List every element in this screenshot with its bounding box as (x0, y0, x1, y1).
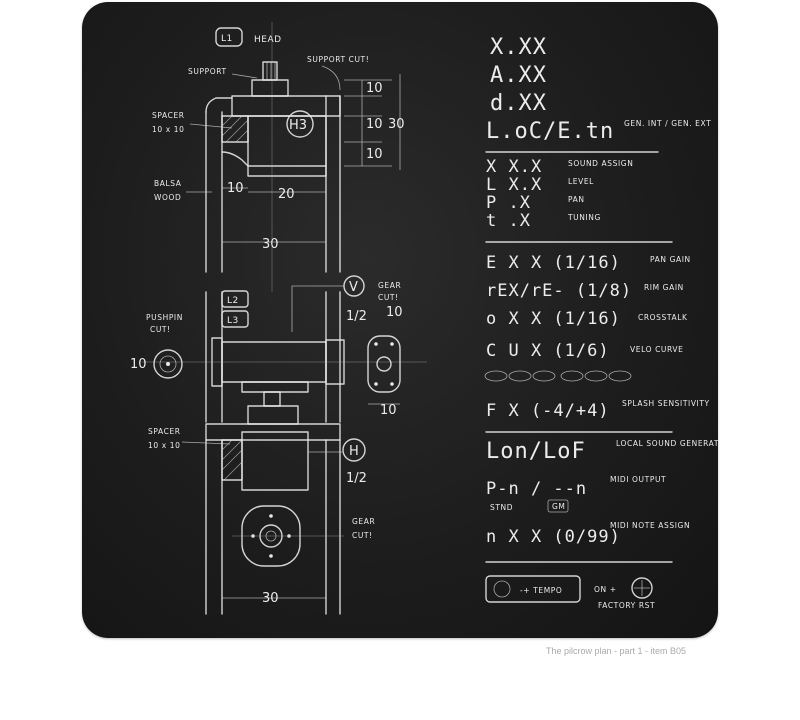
code-19-note: ON + (594, 585, 617, 594)
spacer-bottom-label: SPACER (148, 427, 181, 436)
dim-20: 20 (278, 187, 295, 202)
code-4-note: GEN. INT / GEN. EXT (624, 119, 711, 128)
dim-30-side: 30 (388, 117, 405, 132)
gear-bottom-label-2: CUT! (352, 531, 373, 540)
code-11: o X X (1/16) (486, 309, 621, 329)
gear-bottom-label: GEAR (352, 517, 375, 526)
dim-10b: 10 (366, 117, 383, 132)
top-section: L1 HEAD SUPPORT SUPPORT CUT! (152, 22, 405, 292)
code-19: -+ TEMPO (520, 586, 562, 595)
pushpin-label: PUSHPIN (146, 313, 183, 322)
code-4: L.oC/E.tn (486, 119, 614, 144)
code-13: F X (-4/+4) (486, 401, 610, 421)
h-circle (342, 438, 366, 462)
dim-10-gear: 10 (386, 305, 403, 320)
pushpin-circle (153, 349, 183, 379)
balsa-label: BALSA (154, 179, 182, 188)
code-7-note: PAN (568, 195, 585, 204)
head-label: HEAD (254, 35, 282, 45)
code-6: L X.X (486, 175, 542, 195)
dim-30-top: 30 (262, 237, 279, 252)
code-2: A.XX (490, 63, 547, 88)
spacer-bottom-size: 10 x 10 (148, 441, 181, 450)
code-20: FACTORY RST (598, 601, 655, 610)
v-label: V (349, 280, 358, 295)
half-h: 1/2 (346, 471, 367, 486)
dim-10-pin: 10 (130, 357, 147, 372)
code-8: t .X (486, 211, 531, 231)
spacer-top-label: SPACER (152, 111, 185, 120)
tempo-box (485, 575, 581, 603)
wood-label: WOOD (154, 193, 181, 202)
support-label: SUPPORT (188, 67, 227, 76)
bottom-section: SPACER 10 x 10 H 1/2 GEAR CUT! 30 (148, 423, 375, 615)
dim-30-bottom: 30 (262, 591, 279, 606)
dim-10c: 10 (366, 147, 383, 162)
code-6-note: LEVEL (568, 177, 594, 186)
code-10-note: RIM GAIN (644, 283, 684, 292)
gear-front (241, 505, 301, 567)
scribble-marks (484, 370, 632, 382)
dim-10-gear-b: 10 (380, 403, 397, 418)
code-16: STND (490, 503, 513, 512)
code-9: E X X (1/16) (486, 253, 621, 273)
code-9-note: PAN GAIN (650, 255, 691, 264)
display-code-list: X.XX A.XX d.XX L.oC/E.tn GEN. INT / GEN.… (484, 35, 718, 610)
code-3: d.XX (490, 91, 547, 116)
code-8-note: TUNING (567, 213, 601, 222)
code-7: P .X (486, 193, 531, 213)
code-11-note: CROSSTALK (638, 313, 688, 322)
middle-section: L2 L3 V 1/2 GEAR CUT! 10 PUSHPIN CUT! 10 (130, 275, 427, 425)
code-13-note: SPLASH SENSITIVITY (622, 399, 710, 408)
image-caption: The pilcrow plan - part 1 - item B05 (545, 646, 686, 656)
l1-label: L1 (221, 34, 233, 44)
code-14: Lon/LoF (486, 439, 586, 464)
code-5: X X.X (486, 157, 542, 177)
technical-sketch: L1 HEAD SUPPORT SUPPORT CUT! (130, 22, 718, 615)
gear-cut-top-2: CUT! (378, 293, 399, 302)
l1-box (215, 27, 243, 47)
pushpin-cut: CUT! (150, 325, 171, 334)
dim-10a: 10 (366, 81, 383, 96)
l3-box (221, 310, 249, 328)
code-12: C U X (1/6) (486, 341, 610, 361)
h-label: H (349, 444, 359, 459)
l2-label: L2 (227, 296, 239, 306)
l2-box (221, 290, 249, 308)
code-15-note: MIDI OUTPUT (610, 475, 666, 484)
spacer-top-size: 10 x 10 (152, 125, 185, 134)
code-5-note: SOUND ASSIGN (568, 159, 633, 168)
support-cut-label: SUPPORT CUT! (307, 55, 369, 64)
code-1: X.XX (490, 35, 547, 60)
code-18-note: MIDI NOTE ASSIGN (610, 521, 690, 530)
code-14-note: LOCAL SOUND GENERATION (616, 439, 718, 448)
code-10: rEX/rE- (1/8) (486, 281, 632, 301)
code-17: GM (552, 502, 565, 511)
h3-label: H3 (289, 118, 307, 133)
gear-cut-top: GEAR (378, 281, 401, 290)
h3-circle (286, 110, 314, 138)
chalkboard: L1 HEAD SUPPORT SUPPORT CUT! (82, 2, 718, 638)
code-18: n X X (0/99) (486, 527, 621, 547)
gear-side (367, 335, 401, 393)
code-12-note: VELO CURVE (630, 345, 683, 354)
half-v: 1/2 (346, 309, 367, 324)
l3-label: L3 (227, 316, 239, 326)
code-15: P-n / --n (486, 479, 587, 499)
dim-10-left: 10 (227, 181, 244, 196)
